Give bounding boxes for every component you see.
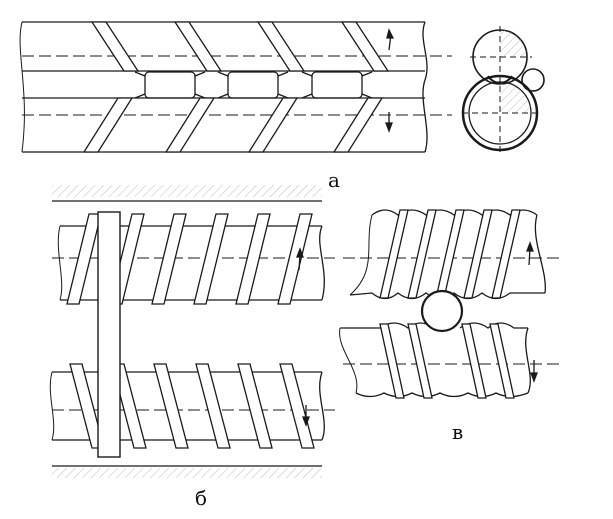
thread-rib — [332, 97, 384, 153]
thread-rib — [461, 323, 487, 399]
thread-rib — [277, 213, 313, 305]
thread-rib — [340, 21, 390, 72]
figure-label-v: в — [452, 420, 464, 444]
thread-rib — [151, 213, 187, 305]
thread-rib — [491, 209, 521, 299]
thread-rib — [195, 363, 231, 449]
figure-label-a: а — [328, 168, 340, 192]
thread-rib — [256, 21, 306, 72]
thread-rib — [435, 209, 465, 299]
thread-rib — [173, 21, 223, 72]
thread-rib — [407, 323, 433, 399]
thread-rib — [379, 323, 405, 399]
thread-rib — [279, 363, 315, 449]
figure-b-plate-rolling — [49, 185, 335, 478]
figure-a-threaded-rod — [19, 21, 452, 153]
figure-a-side-view — [461, 26, 545, 152]
thread-rib — [164, 97, 216, 153]
thread-rib — [193, 213, 229, 305]
thread-rib — [66, 213, 102, 305]
figure-label-b: б — [195, 486, 208, 510]
thread-rib — [90, 21, 140, 72]
thread-rib — [463, 209, 493, 299]
thread-rib — [489, 323, 515, 399]
thread-rib — [82, 97, 134, 153]
thread-rib — [247, 97, 299, 153]
thread-rib — [153, 363, 189, 449]
thread-rib — [235, 213, 271, 305]
figure-v-ball-rolling — [339, 209, 560, 399]
thread-rib — [407, 209, 437, 299]
thread-rib — [237, 363, 273, 449]
thread-rib — [379, 209, 409, 299]
